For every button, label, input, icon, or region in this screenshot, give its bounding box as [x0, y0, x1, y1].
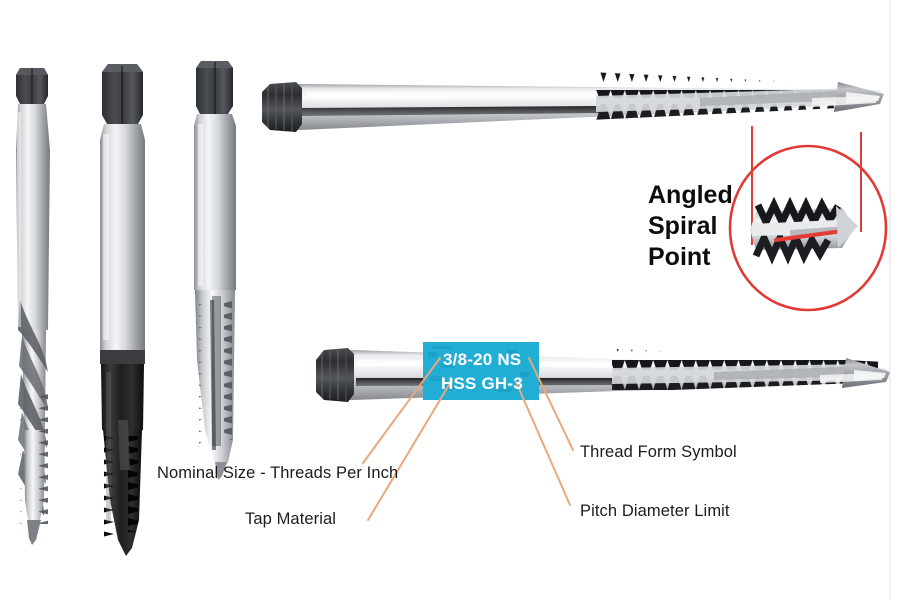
lower-tap-threads: [612, 344, 878, 402]
lower-marked-tap: [316, 344, 890, 402]
straight-flute-tap: [194, 61, 236, 480]
square-shank-head-lower: [316, 348, 354, 402]
magnified-tip: [750, 196, 858, 265]
annotation-pitch-diameter-limit: Pitch Diameter Limit: [580, 502, 730, 520]
angled-spiral-point-callout: [728, 126, 888, 312]
marking-chip-line-1: 3/8-20 NS: [443, 350, 522, 369]
callout-title-line-3: Point: [648, 243, 711, 271]
upper-detail-tap: [262, 72, 884, 132]
callout-title-line-2: Spiral: [648, 212, 718, 240]
callout-title-line-1: Angled: [648, 181, 733, 209]
annotation-tap-material: Tap Material: [245, 510, 337, 528]
leader-nominal-size: [362, 357, 441, 464]
spiral-flute-tap: [16, 68, 50, 545]
black-oxide-tap: [100, 64, 145, 556]
annotation-nominal-size: Nominal Size - Threads Per Inch: [157, 464, 399, 482]
callout-title: Angled Spiral Point: [648, 180, 733, 273]
leader-thread-form: [528, 357, 574, 451]
leader-lines: [362, 357, 574, 521]
magnifier-ellipse: [728, 144, 888, 312]
leader-tap-material: [367, 379, 453, 521]
marking-chip-line-2: HSS GH-3: [441, 374, 523, 393]
leader-pitch-diameter: [515, 381, 571, 506]
annotation-thread-form-symbol: Thread Form Symbol: [580, 443, 737, 461]
